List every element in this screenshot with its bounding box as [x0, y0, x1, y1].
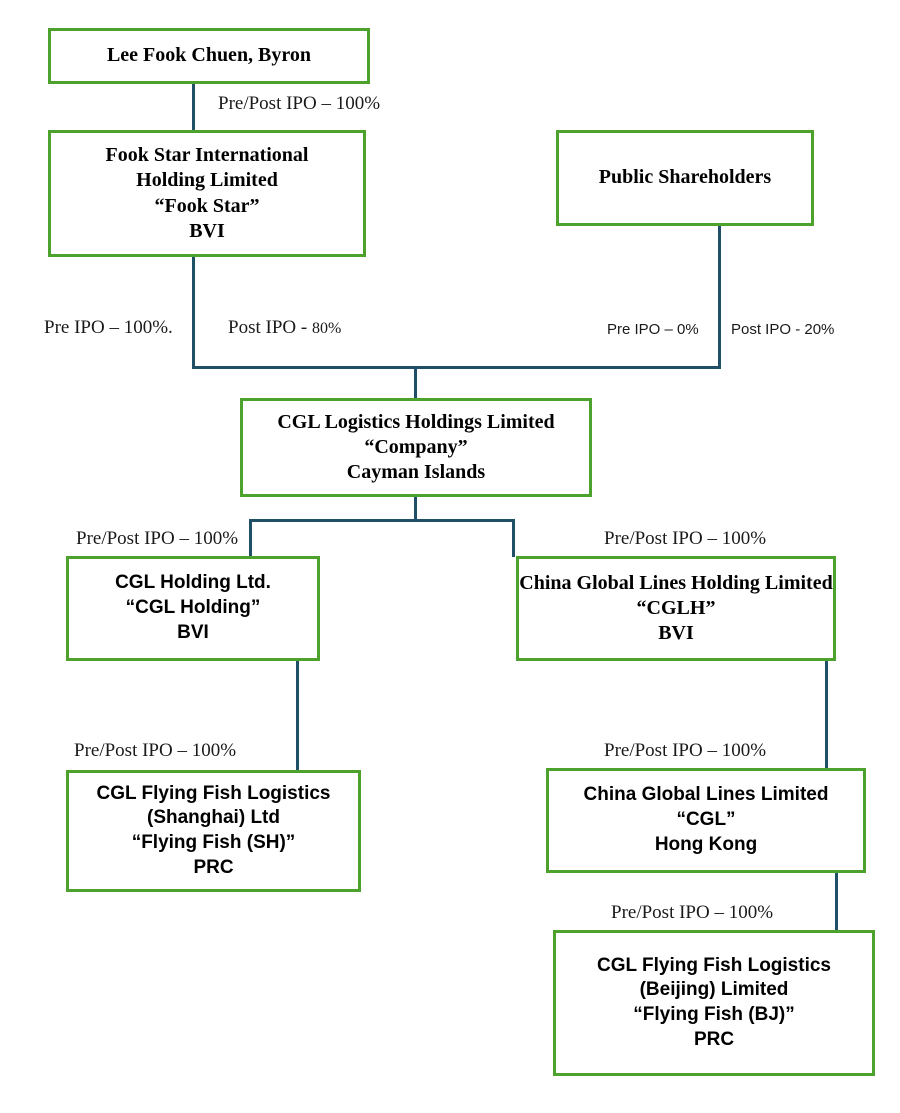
connector-junction-bar-top [192, 366, 721, 369]
connector-cgl-holding-to-ff-sh [296, 660, 299, 771]
node-line: Lee Fook Chuen, Byron [106, 44, 312, 67]
node-line: “Flying Fish (BJ)” [633, 1004, 795, 1025]
node-line: China Global Lines Holding Limited [519, 571, 833, 594]
node-line: “CGLH” [636, 596, 716, 619]
edge-label-public-post-ipo: Post IPO - 20% [731, 321, 835, 338]
node-fook-star[interactable]: Fook Star International Holding Limited … [48, 130, 366, 257]
node-lee-fook-chuen[interactable]: Lee Fook Chuen, Byron [48, 28, 370, 84]
node-line: Public Shareholders [598, 166, 772, 189]
node-line: “Fook Star” [154, 194, 260, 217]
node-line: PRC [193, 856, 234, 878]
connector-fook-star-down [192, 256, 195, 369]
node-company[interactable]: CGL Logistics Holdings Limited “Company”… [240, 398, 592, 497]
connector-cgl-hk-to-ff-bj [835, 872, 838, 931]
node-cglh[interactable]: China Global Lines Holding Limited “CGLH… [516, 556, 836, 661]
node-line: BVI [189, 219, 225, 242]
node-cgl-hong-kong[interactable]: China Global Lines Limited “CGL” Hong Ko… [546, 768, 866, 873]
node-flying-fish-shanghai[interactable]: CGL Flying Fish Logistics (Shanghai) Ltd… [66, 770, 361, 892]
edge-label-cgl-holding-to-ff-sh: Pre/Post IPO – 100% [74, 740, 237, 761]
node-line: China Global Lines Limited [583, 784, 829, 806]
node-line: “CGL Holding” [125, 597, 261, 619]
node-line: Holding Limited [136, 169, 278, 192]
node-line: Cayman Islands [346, 461, 486, 484]
node-public-shareholders[interactable]: Public Shareholders [556, 130, 814, 226]
edge-label-public-pre-ipo: Pre IPO – 0% [607, 321, 699, 338]
node-line: Hong Kong [654, 833, 758, 855]
edge-label-cglh-to-cgl-hk: Pre/Post IPO – 100% [604, 740, 767, 761]
edge-label-company-to-cglh: Pre/Post IPO – 100% [604, 528, 767, 549]
connector-company-down [414, 496, 417, 522]
node-line: “Flying Fish (SH)” [131, 832, 296, 853]
node-line: BVI [177, 621, 209, 643]
node-line: (Shanghai) Ltd [147, 807, 280, 829]
connector-split-to-cgl-holding [249, 519, 252, 557]
node-line: CGL Flying Fish Logistics [96, 782, 331, 804]
node-cgl-holding[interactable]: CGL Holding Ltd. “CGL Holding” BVI [66, 556, 320, 661]
node-line: CGL Flying Fish Logistics [596, 954, 831, 976]
edge-label-cgl-hk-to-ff-bj: Pre/Post IPO – 100% [611, 902, 774, 923]
edge-label-fook-star-post-ipo: Post IPO - 80% [228, 317, 341, 339]
connector-split-bar [249, 519, 515, 522]
node-line: CGL Logistics Holdings Limited [277, 410, 555, 433]
edge-label-lee-to-fook-star: Pre/Post IPO – 100% [218, 93, 381, 114]
connector-split-to-cglh [512, 519, 515, 557]
node-line: (Beijing) Limited [639, 979, 789, 1001]
edge-label-post-ipo-value: 80% [311, 320, 342, 337]
node-line: CGL Holding Ltd. [115, 572, 271, 594]
edge-label-fook-star-pre-ipo: Pre IPO – 100%. [44, 317, 173, 338]
connector-cglh-to-cgl-hk [825, 660, 828, 769]
edge-label-post-ipo-prefix: Post IPO - [228, 317, 312, 338]
node-line: PRC [693, 1028, 735, 1050]
node-flying-fish-beijing[interactable]: CGL Flying Fish Logistics (Beijing) Limi… [553, 930, 875, 1076]
node-line: “CGL” [676, 809, 736, 831]
edge-label-company-to-cgl-holding: Pre/Post IPO – 100% [76, 528, 239, 549]
connector-public-down [718, 225, 721, 369]
node-line: Fook Star International [105, 144, 309, 167]
connector-junction-to-company [414, 366, 417, 399]
node-line: “Company” [364, 435, 468, 458]
node-line: BVI [658, 622, 694, 645]
connector-lee-to-fook-star [192, 83, 195, 131]
